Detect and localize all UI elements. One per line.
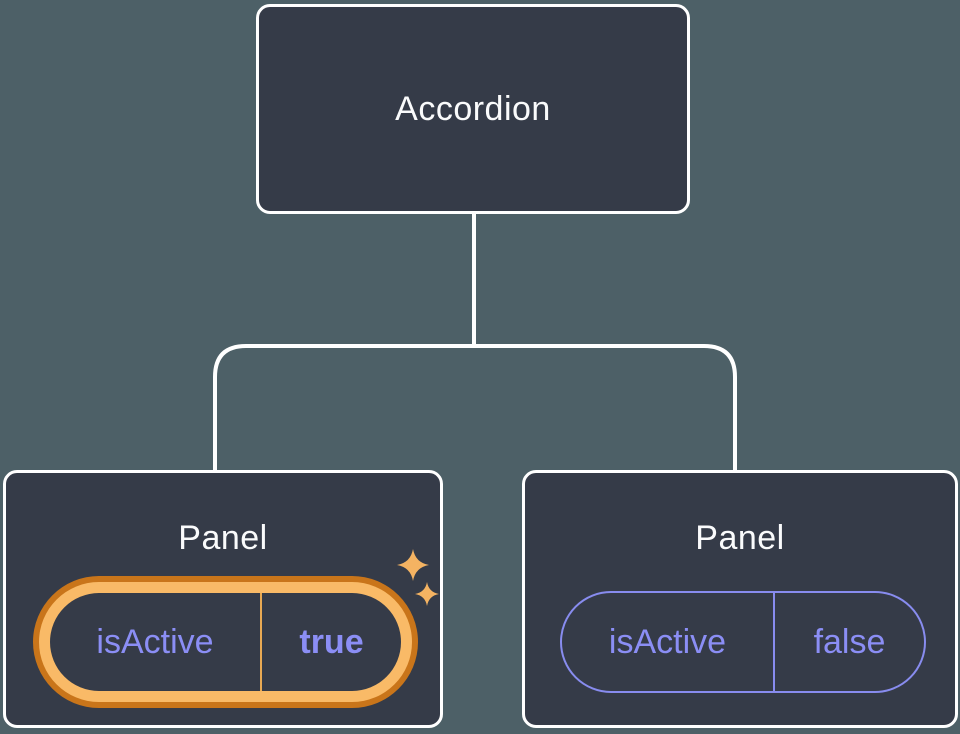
sparkle-star-large xyxy=(397,549,429,581)
state-value: true xyxy=(260,593,401,691)
state-value: false xyxy=(773,593,924,691)
component-box-panel-active: Panel isActive true xyxy=(3,470,443,728)
component-label: Panel xyxy=(695,519,785,557)
state-name: isActive xyxy=(96,622,214,661)
component-box-panel-inactive: Panel isActive false xyxy=(522,470,958,728)
state-pill-highlighted: isActive true xyxy=(33,576,418,708)
state-pill: isActive false xyxy=(560,591,926,693)
component-box-accordion: Accordion xyxy=(256,4,690,214)
component-label: Panel xyxy=(178,519,268,557)
state-pill-highlight-ring: isActive true xyxy=(39,582,412,702)
component-label: Accordion xyxy=(395,89,551,128)
sparkle-icon xyxy=(397,549,439,606)
connector-branch xyxy=(213,344,737,471)
state-name: isActive xyxy=(608,622,727,661)
sparkle-star-small xyxy=(415,582,439,606)
state-pill-body: isActive true xyxy=(50,593,401,691)
